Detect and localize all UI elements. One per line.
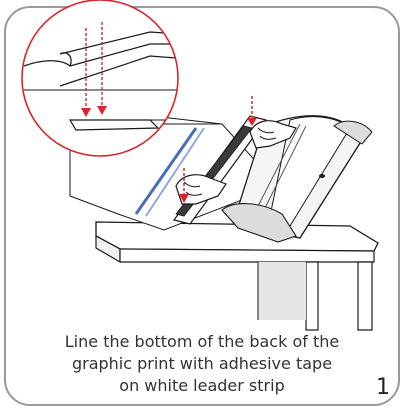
arrow-head [179, 194, 189, 203]
tape-stripe [134, 127, 198, 215]
step-number: 1 [376, 375, 390, 400]
table-leg-shadow [258, 262, 306, 320]
zoom-circle [21, 0, 179, 157]
table-front [119, 248, 375, 263]
banner-foot [221, 203, 297, 243]
hand-icon [175, 174, 227, 205]
table-leg [305, 261, 319, 331]
instruction-caption: Line the bottom of the back of the graph… [40, 331, 364, 397]
arrow-head [247, 118, 257, 126]
zoom-detail [22, 0, 178, 156]
banner-foot [333, 120, 373, 145]
tape-stripe [145, 127, 205, 217]
banner-screw [319, 174, 325, 178]
hand-icon [249, 120, 297, 149]
caption-line: on white leader strip [119, 376, 285, 395]
caption-line: graphic print with adhesive tape [71, 354, 333, 373]
table-leg [357, 261, 373, 331]
caption-line: Line the bottom of the back of the [64, 332, 340, 351]
